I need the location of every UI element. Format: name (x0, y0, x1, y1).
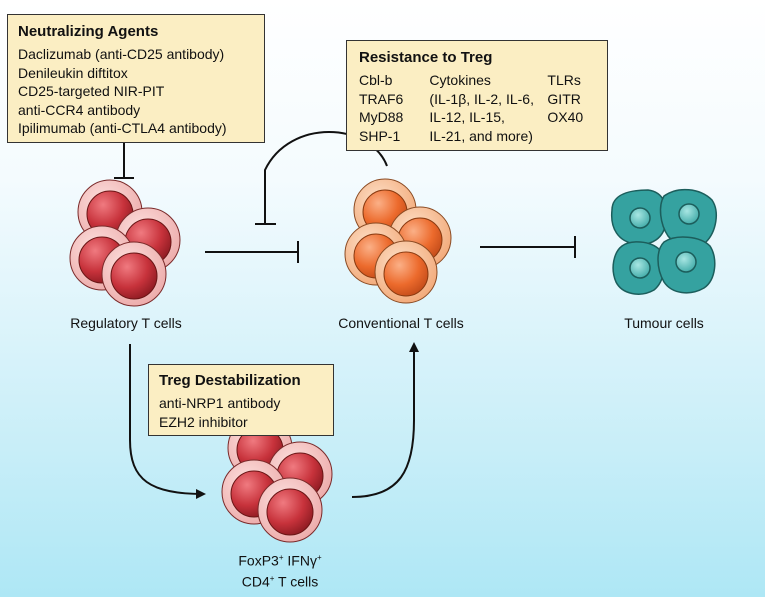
inhibition-treg-to-conventional (205, 241, 299, 263)
neutralizing-agent-item: Ipilimumab (anti-CTLA4 antibody) (18, 120, 227, 136)
resistance-column-signaling: Cbl-b TRAF6 MyD88 SHP-1 (359, 71, 429, 145)
neutralizing-agent-item: CD25-targeted NIR-PIT (18, 83, 165, 99)
resistance-to-treg-title: Resistance to Treg (359, 49, 493, 66)
tumour-cells-label: Tumour cells (624, 315, 704, 331)
inhibition-conventional-to-tumour (480, 236, 576, 258)
treg-destabilization-box: Treg Destabilization anti-NRP1 antibody … (148, 364, 334, 436)
foxp3-t-cell-cluster (221, 415, 333, 543)
t-cells-text: T cells (274, 573, 319, 590)
resistance-item: Cbl-b (359, 72, 393, 88)
arrow-foxp3-to-conventional (351, 342, 419, 498)
foxp3-label-line2: CD4+ T cells (220, 570, 340, 591)
ifng-text: IFNγ (283, 552, 317, 569)
conventional-t-cell-cluster (344, 178, 452, 304)
arrow-treg-to-foxp3 (129, 344, 206, 499)
treg-cell-cluster (69, 179, 181, 307)
resistance-item: (IL-1β, IL-2, IL-6, (429, 90, 534, 107)
resistance-item: MyD88 (359, 109, 404, 125)
destabilization-item: anti-NRP1 antibody (159, 395, 281, 411)
foxp3-text: FoxP3 (238, 552, 279, 569)
resistance-columns: Cbl-b TRAF6 MyD88 SHP-1 Cytokines (IL-1β… (359, 71, 595, 145)
neutralizing-agent-item: Denileukin diftitox (18, 64, 128, 81)
resistance-item: TLRs (547, 72, 581, 88)
foxp3-ifng-cd4-t-cells-label: FoxP3+ IFNγ+ CD4+ T cells (220, 549, 340, 590)
resistance-column-receptors: TLRs GITR OX40 (547, 71, 595, 145)
cd4-text: CD4 (241, 573, 270, 590)
treg-destabilization-title: Treg Destabilization (159, 372, 301, 389)
foxp3-label-line1: FoxP3+ IFNγ+ (220, 549, 340, 570)
regulatory-t-cells-label: Regulatory T cells (70, 315, 182, 331)
resistance-item: IL-12, IL-15, (429, 109, 505, 125)
resistance-item: IL-21, and more) (429, 127, 533, 144)
conventional-t-cells-label: Conventional T cells (338, 315, 464, 331)
resistance-item: GITR (547, 90, 581, 107)
ifng-sup: + (316, 553, 322, 562)
neutralizing-agent-item: anti-CCR4 antibody (18, 101, 141, 118)
tumour-cell-cluster (610, 188, 718, 295)
foxp3-t-cell (257, 477, 323, 543)
neutralizing-agent-item: Daclizumab (anti-CD25 antibody) (18, 46, 225, 62)
resistance-item: TRAF6 (359, 90, 404, 107)
resistance-item: SHP-1 (359, 127, 401, 144)
cd4-sup: + (269, 573, 275, 583)
resistance-item: OX40 (547, 109, 584, 125)
inhibition-neutralizing-to-treg (114, 143, 134, 179)
foxp3-sup: + (278, 553, 284, 562)
conventional-t-cell (374, 240, 438, 304)
neutralizing-agents-title: Neutralizing Agents (18, 23, 159, 40)
neutralizing-agents-box: Neutralizing Agents Daclizumab (anti-CD2… (7, 14, 265, 143)
resistance-column-cytokines: Cytokines (IL-1β, IL-2, IL-6, IL-12, IL-… (429, 71, 547, 145)
treg-cell (101, 241, 167, 307)
resistance-to-treg-box: Resistance to Treg Cbl-b TRAF6 MyD88 SHP… (346, 40, 608, 151)
resistance-item: Cytokines (429, 72, 491, 88)
destabilization-item: EZH2 inhibitor (159, 413, 248, 430)
